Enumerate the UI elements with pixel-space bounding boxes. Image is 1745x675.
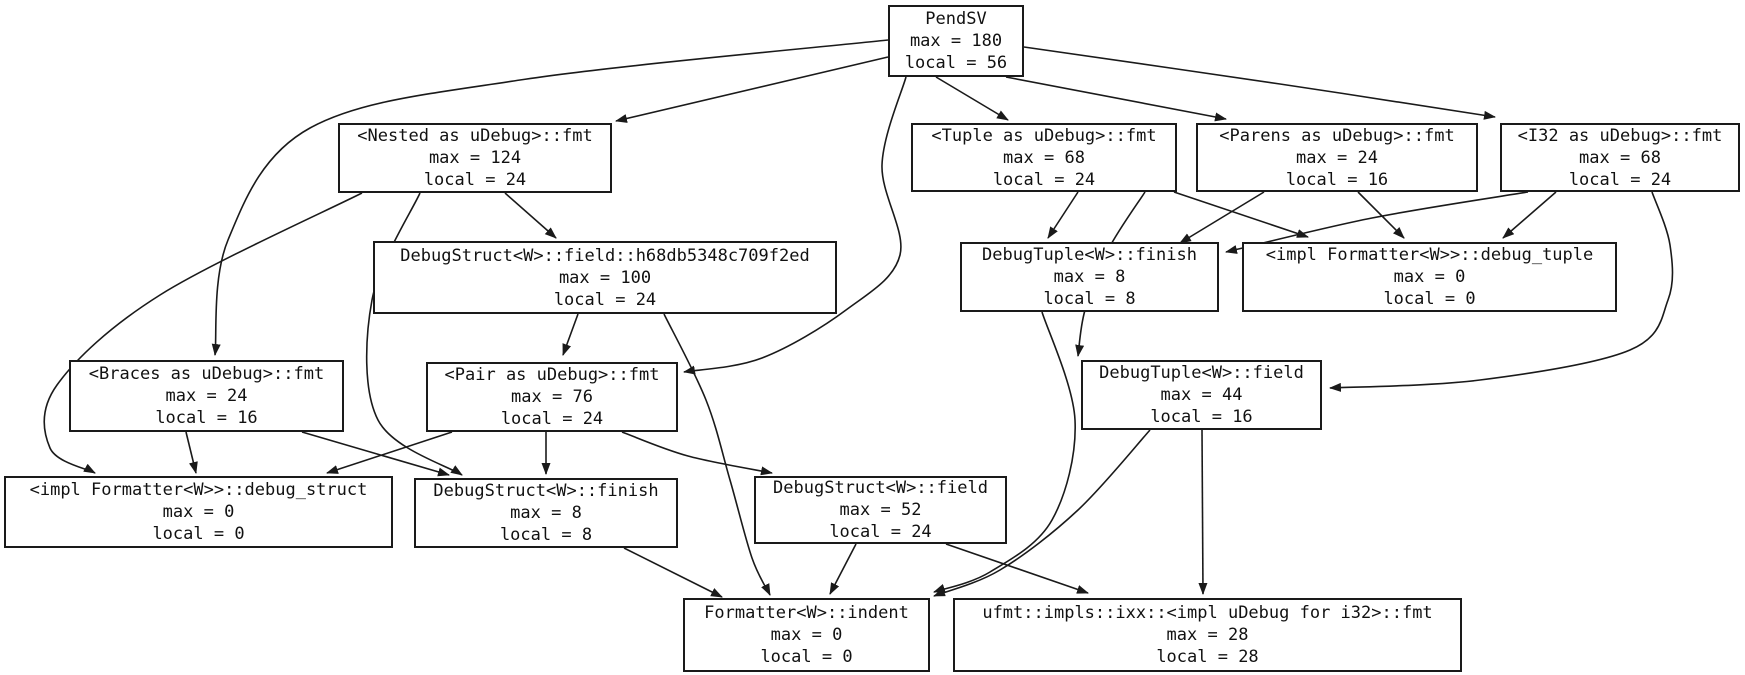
edge-tuple-to-debug_tuple	[1173, 191, 1309, 238]
node-title: DebugTuple<W>::field	[1099, 363, 1304, 383]
node-local-value: local = 16	[155, 408, 258, 428]
node-max-value: max = 0	[1393, 267, 1466, 287]
node-local-value: local = 28	[1156, 647, 1259, 667]
node-local-value: local = 24	[500, 409, 604, 429]
node-max-value: max = 24	[165, 386, 248, 406]
node-title: <impl Formatter<W>>::debug_tuple	[1265, 245, 1594, 265]
graph-node-ufmt_i32_fmt: ufmt::impls::ixx::<impl uDebug for i32>:…	[953, 598, 1462, 672]
edge-parens-to-debug_tuple	[1357, 191, 1405, 239]
edge-nested-to-debug_struct	[43, 192, 363, 474]
edge-ds_finish-to-indent	[623, 547, 723, 598]
node-max-value: max = 0	[162, 502, 235, 522]
node-max-value: max = 68	[1579, 147, 1661, 168]
node-local-value: local = 56	[904, 53, 1008, 73]
node-title: <Tuple as uDebug>::fmt	[931, 125, 1157, 146]
node-max-value: max = 100	[558, 267, 652, 288]
edge-pendsv-to-nested	[615, 56, 889, 123]
node-title: <Pair as uDebug>::fmt	[444, 365, 660, 385]
node-max-value: max = 8	[1053, 267, 1126, 287]
node-local-value: local = 16	[1150, 407, 1253, 427]
node-max-value: max = 44	[1160, 385, 1243, 405]
node-title: DebugStruct<W>::field	[773, 478, 988, 498]
edge-dt_field-to-indent	[933, 429, 1151, 597]
edge-ds_field-to-ufmt_i32_fmt	[945, 543, 1089, 594]
node-title: DebugStruct<W>::finish	[433, 481, 659, 501]
edge-i32-to-dt_field	[1329, 191, 1674, 392]
node-local-value: local = 0	[152, 524, 245, 544]
node-local-value: local = 24	[829, 522, 932, 542]
node-title: Formatter<W>::indent	[704, 603, 909, 623]
node-max-value: max = 180	[909, 31, 1003, 51]
edge-h68field-to-indent	[663, 313, 771, 596]
node-title: <Braces as uDebug>::fmt	[88, 364, 325, 384]
node-local-value: local = 24	[1568, 169, 1672, 190]
node-local-value: local = 24	[992, 169, 1096, 190]
node-title: <impl Formatter<W>>::debug_struct	[29, 480, 368, 500]
node-title: DebugTuple<W>::finish	[982, 245, 1197, 265]
node-local-value: local = 0	[760, 647, 853, 667]
node-title: <Nested as uDebug>::fmt	[357, 126, 593, 146]
node-max-value: max = 52	[839, 500, 922, 520]
node-title: <Parens as uDebug>::fmt	[1219, 125, 1455, 146]
edge-pendsv-to-pair	[683, 76, 907, 375]
node-title: DebugStruct<W>::field::h68db5348c709f2ed	[400, 245, 810, 266]
edge-dt_finish-to-indent	[933, 311, 1076, 593]
node-max-value: max = 0	[770, 625, 843, 645]
node-local-value: local = 0	[1383, 289, 1476, 309]
edge-pendsv-to-tuple	[935, 76, 1009, 121]
node-max-value: max = 68	[1003, 147, 1085, 168]
node-title: <I32 as uDebug>::fmt	[1517, 125, 1723, 146]
edge-braces-to-ds_finish	[301, 431, 450, 477]
node-local-value: local = 24	[553, 289, 657, 310]
edge-pair-to-debug_struct	[326, 431, 453, 474]
edge-tuple-to-dt_finish	[1047, 191, 1079, 239]
node-title: ufmt::impls::ixx::<impl uDebug for i32>:…	[982, 603, 1433, 623]
edge-dt_field-to-ufmt_i32_fmt	[1198, 429, 1208, 595]
node-max-value: max = 28	[1166, 625, 1249, 645]
edge-h68field-to-pair	[562, 313, 579, 356]
node-local-value: local = 16	[1285, 169, 1389, 190]
edge-pendsv-to-i32	[1023, 46, 1496, 120]
edge-braces-to-debug_struct	[185, 431, 198, 474]
graph-node-h68field: DebugStruct<W>::field::h68db5348c709f2ed…	[373, 241, 837, 314]
edge-nested-to-ds_finish	[365, 192, 463, 476]
edge-parens-to-dt_finish	[1179, 191, 1265, 244]
node-max-value: max = 76	[511, 387, 593, 407]
node-local-value: local = 8	[1043, 289, 1136, 309]
node-local-value: local = 8	[499, 525, 593, 545]
node-max-value: max = 8	[510, 503, 582, 523]
node-max-value: max = 124	[428, 148, 522, 168]
edge-pair-to-ds_field	[621, 431, 773, 476]
edge-pendsv-to-braces	[211, 39, 889, 356]
node-max-value: max = 24	[1296, 147, 1378, 168]
node-local-value: local = 24	[423, 170, 527, 190]
edge-i32-to-debug_tuple	[1502, 191, 1557, 239]
edge-nested-to-h68field	[504, 192, 557, 239]
edge-pendsv-to-parens	[1005, 76, 1227, 122]
edge-ds_field-to-indent	[829, 543, 857, 595]
node-title: PendSV	[925, 9, 987, 29]
